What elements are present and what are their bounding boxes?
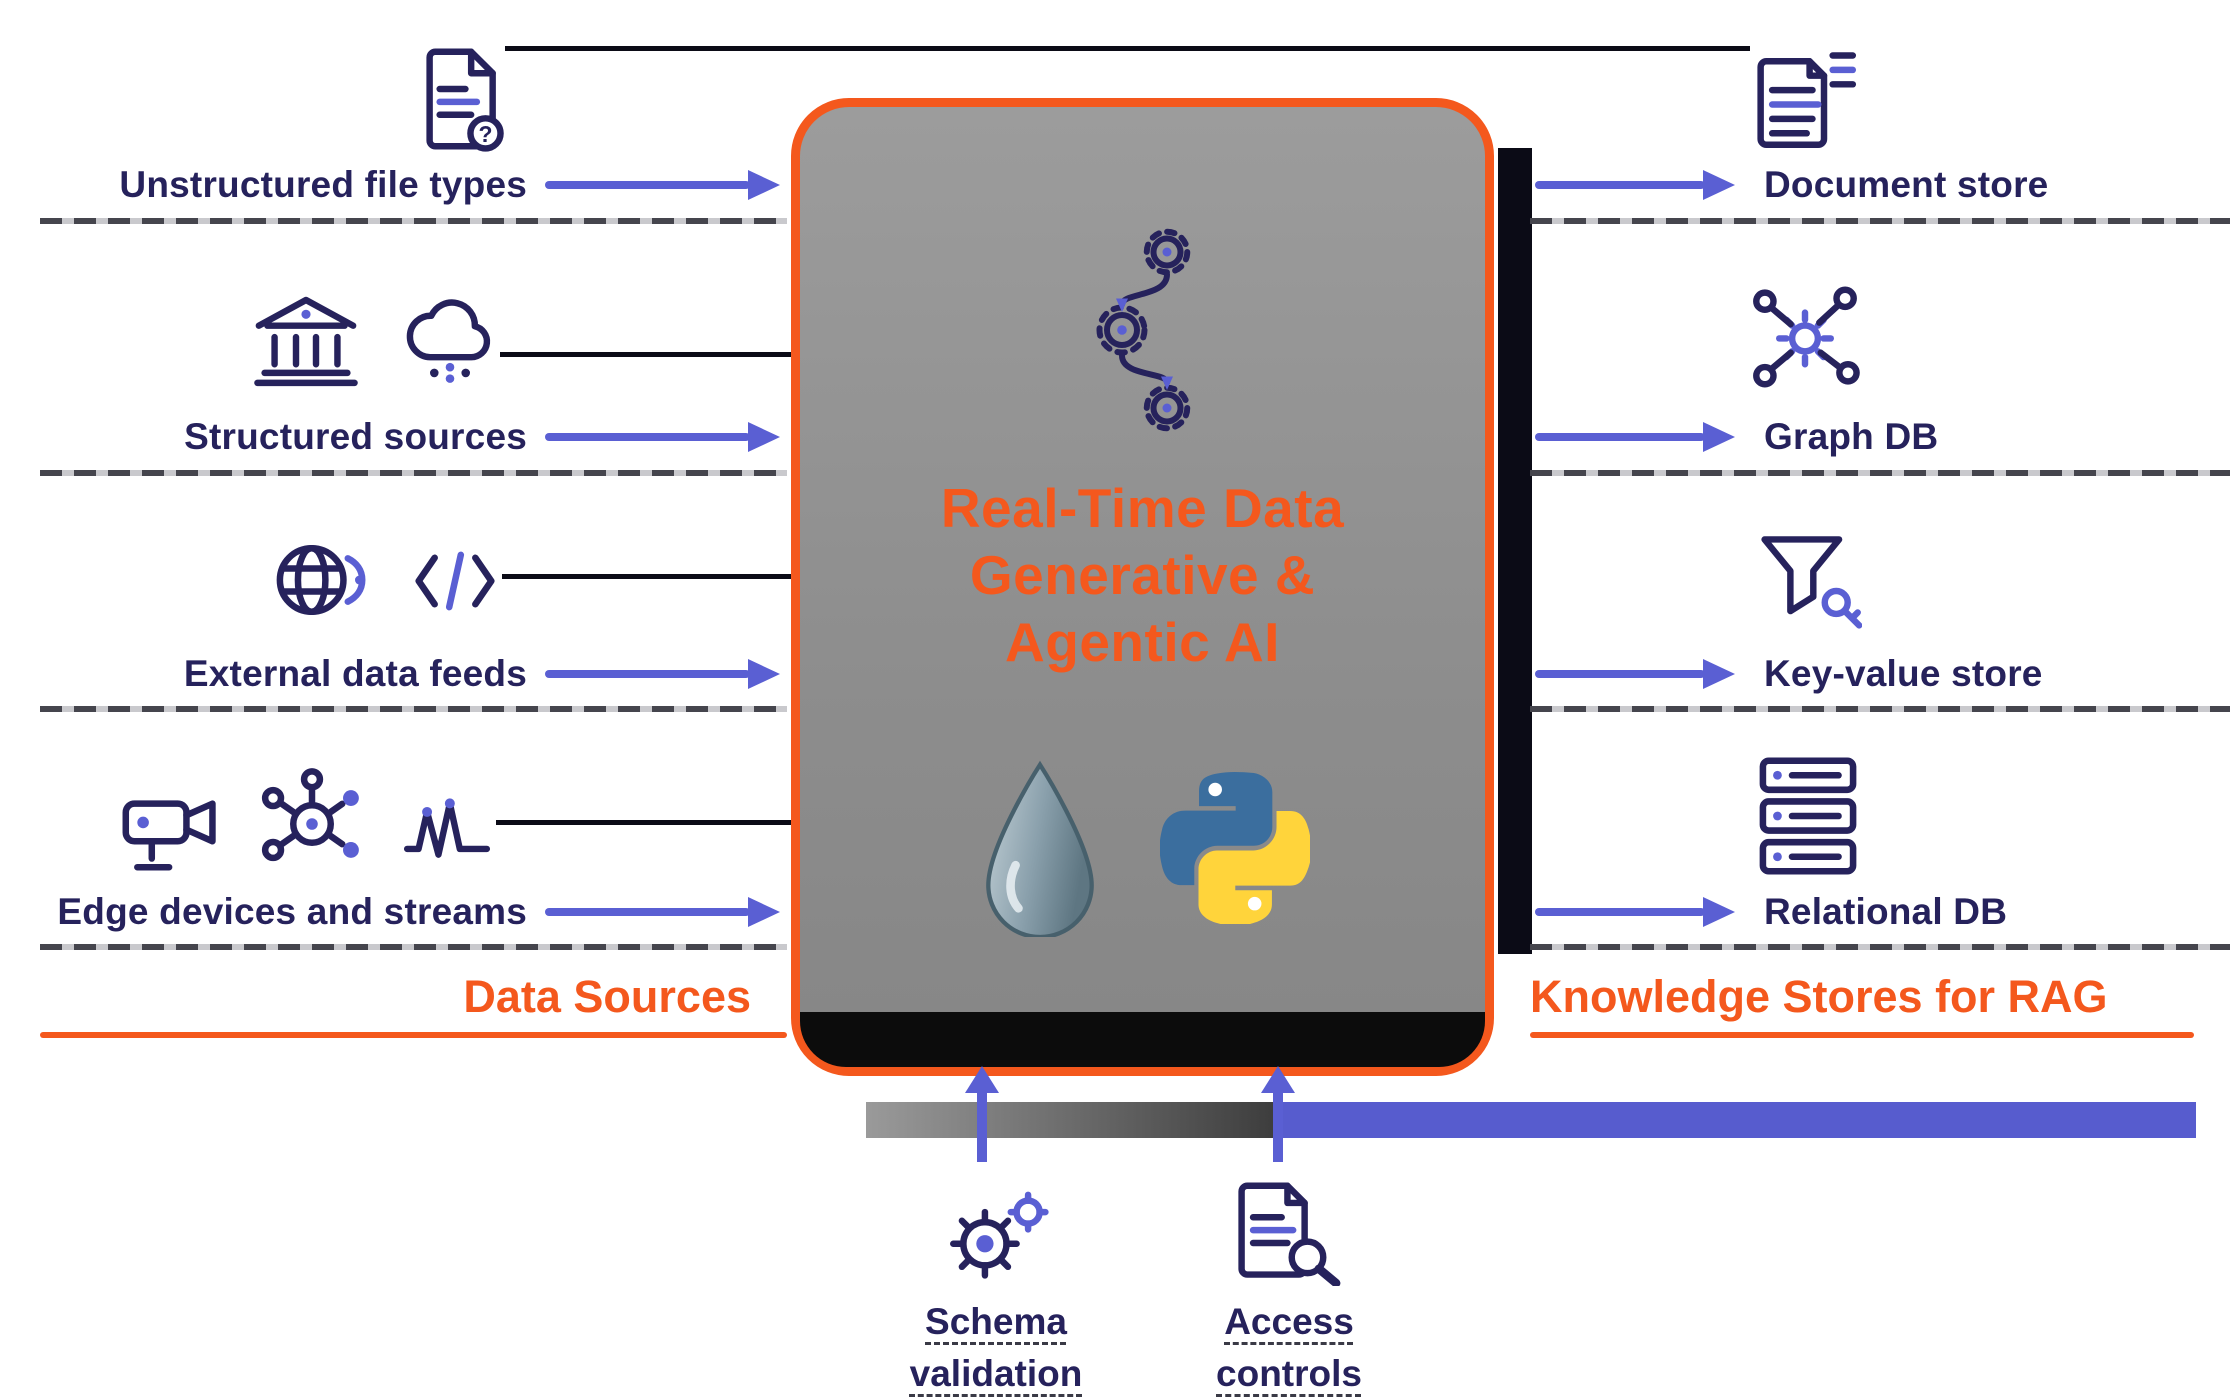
divider-right-2	[1530, 470, 2230, 476]
label-schema-validation: Schema validation	[909, 1301, 1083, 1394]
waveform-icon	[402, 792, 492, 866]
data-drop-logo	[975, 759, 1105, 937]
document-question-icon: ?	[418, 46, 510, 152]
divider-right-4	[1530, 944, 2230, 950]
arrow-unstructured-to-core	[545, 170, 780, 200]
box-bottom-strip	[800, 1012, 1485, 1067]
divider-left-3	[40, 706, 787, 712]
arrow-core-to-relational-db	[1535, 897, 1735, 927]
core-platform-title: Real-Time Data Generative & Agentic AI	[940, 477, 1345, 674]
core-platform-box: Real-Time Data Generative & Agentic AI	[791, 98, 1494, 1076]
python-logo	[1160, 772, 1310, 924]
label-key-value-store: Key-value store	[1764, 653, 2043, 694]
label-relational-db: Relational DB	[1764, 891, 2008, 932]
access-up-arrow-shaft	[1273, 1090, 1283, 1162]
arrow-core-to-graph-db	[1535, 422, 1735, 452]
label-external-data-feeds: External data feeds	[183, 653, 527, 694]
bank-icon	[250, 290, 362, 390]
workflow-nodes-icon	[1068, 225, 1218, 435]
logo-row	[800, 759, 1485, 937]
arrow-core-to-key-value-store	[1535, 659, 1735, 689]
schema-up-arrow-head	[965, 1066, 999, 1093]
label-structured-sources: Structured sources	[184, 416, 527, 457]
divider-left-2	[40, 470, 787, 476]
top-connector-line	[505, 46, 1750, 51]
external-connector-line	[502, 574, 792, 579]
divider-left-4	[40, 944, 787, 950]
video-camera-icon	[120, 786, 224, 882]
data-sources-underline	[40, 1032, 787, 1038]
stacked-rows-icon	[1754, 752, 1862, 880]
cloud-data-icon	[400, 294, 500, 389]
knowledge-stores-title: Knowledge Stores for RAG	[1530, 971, 2108, 1022]
bottom-gray-bar	[866, 1102, 1280, 1138]
schema-up-arrow-shaft	[977, 1090, 987, 1162]
network-nodes-icon	[250, 762, 374, 886]
gears-icon	[936, 1186, 1054, 1290]
arrow-structured-to-core	[545, 422, 780, 452]
structured-connector-line	[500, 352, 792, 357]
label-access-controls: Access controls	[1216, 1301, 1362, 1394]
divider-left-1	[40, 218, 787, 224]
graph-nodes-icon	[1750, 284, 1860, 390]
arrow-edge-to-core	[545, 897, 780, 927]
divider-right-1	[1530, 218, 2230, 224]
divider-right-3	[1530, 706, 2230, 712]
label-graph-db: Graph DB	[1764, 416, 1939, 457]
knowledge-stores-underline	[1530, 1032, 2194, 1038]
arrow-core-to-document-store	[1535, 170, 1735, 200]
globe-icon	[264, 532, 368, 628]
label-unstructured-file-types: Unstructured file types	[119, 164, 527, 205]
label-document-store: Document store	[1764, 164, 2049, 205]
edge-connector-line	[496, 820, 792, 825]
arrow-external-to-core	[545, 659, 780, 689]
right-connector-band	[1498, 148, 1532, 954]
label-edge-devices-and-streams: Edge devices and streams	[57, 891, 527, 932]
document-lines-icon	[1752, 44, 1860, 152]
document-magnifier-icon	[1230, 1180, 1342, 1286]
data-sources-title: Data Sources	[463, 971, 751, 1022]
svg-text:?: ?	[478, 121, 492, 147]
bottom-blue-bar	[1280, 1102, 2196, 1138]
access-up-arrow-head	[1261, 1066, 1295, 1093]
code-brackets-icon	[410, 540, 500, 622]
funnel-key-icon	[1756, 528, 1862, 634]
